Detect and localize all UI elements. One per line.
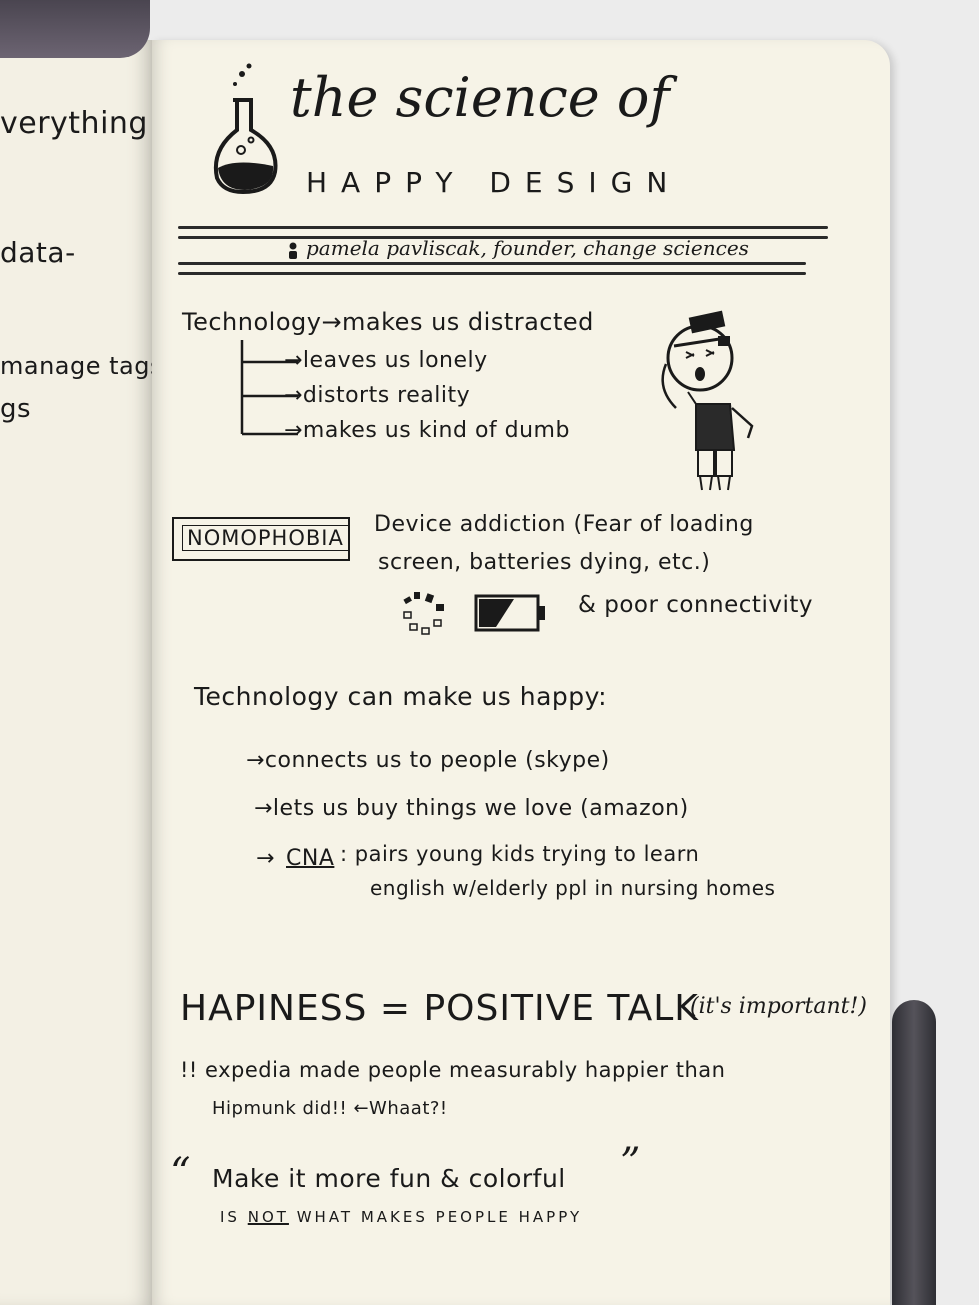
cna-line2: english w/elderly ppl in nursing homes — [370, 876, 776, 900]
notebook-top-band — [0, 0, 150, 58]
title-rule-bottom-2 — [178, 272, 806, 275]
quote-open-mark: “ — [170, 1150, 191, 1196]
nomophobia-box: NOMOPHOBIA — [172, 517, 350, 561]
left-notebook-page — [0, 40, 152, 1305]
quote-sub-pre: IS — [220, 1208, 240, 1226]
quote-sub-post: WHAT MAKES PEOPLE HAPPY — [296, 1208, 583, 1226]
cna-line1: : pairs young kids trying to learn — [340, 842, 700, 866]
quote-subline: IS NOT WHAT MAKES PEOPLE HAPPY — [220, 1208, 582, 1226]
low-battery-icon — [474, 594, 545, 632]
nomophobia-desc-line1: Device addiction (Fear of loading — [374, 512, 754, 537]
poor-connectivity-text: & poor connectivity — [578, 592, 813, 618]
left-fragment-data: data- — [0, 236, 76, 269]
cna-arrow: → — [256, 846, 275, 871]
distraction-heading: Technology→makes us distracted — [182, 308, 594, 336]
distraction-branch: →leaves us lonely — [284, 348, 488, 373]
title-line1: the science of — [290, 66, 670, 129]
happy-item: →connects us to people (skype) — [246, 748, 610, 773]
distraction-branch: →distorts reality — [284, 383, 471, 408]
title-rule-top-2 — [178, 236, 828, 239]
title-line2: HAPPY DESIGN — [306, 166, 682, 199]
quote-text: Make it more fun & colorful — [212, 1164, 566, 1193]
expedia-line1: !! expedia made people measurably happie… — [180, 1058, 726, 1082]
quote-sub-not: NOT — [247, 1208, 289, 1226]
left-fragment-manage: manage tags — [0, 352, 163, 380]
nomophobia-label: NOMOPHOBIA — [182, 525, 349, 551]
person-icon — [288, 242, 298, 260]
equation-note: (it's important!) — [690, 994, 867, 1019]
expedia-line2: Hipmunk did!! ←Whaat?! — [212, 1098, 448, 1119]
speaker-line: pamela pavliscak, founder, change scienc… — [306, 236, 749, 260]
quote-close-mark: ” — [620, 1140, 641, 1186]
distracted-person-drawing — [661, 310, 754, 491]
right-notebook-page — [152, 40, 890, 1305]
happy-item: →lets us buy things we love (amazon) — [254, 796, 689, 821]
branch-lines — [240, 340, 298, 436]
happy-heading: Technology can make us happy: — [194, 682, 608, 711]
title-rule-top-1 — [178, 226, 828, 229]
elastic-strap — [892, 1000, 936, 1305]
distraction-branch: →makes us kind of dumb — [284, 418, 570, 443]
loading-spinner-icon — [403, 592, 444, 635]
left-fragment-everything: verything — [0, 106, 148, 141]
cna-label: CNA — [286, 846, 335, 871]
flask-icon — [214, 63, 278, 195]
happiness-equation: HAPINESS = POSITIVE TALK — [180, 988, 699, 1029]
nomophobia-desc-line2: screen, batteries dying, etc.) — [378, 550, 711, 575]
left-fragment-gs: gs — [0, 394, 32, 424]
title-rule-bottom-1 — [178, 262, 806, 265]
